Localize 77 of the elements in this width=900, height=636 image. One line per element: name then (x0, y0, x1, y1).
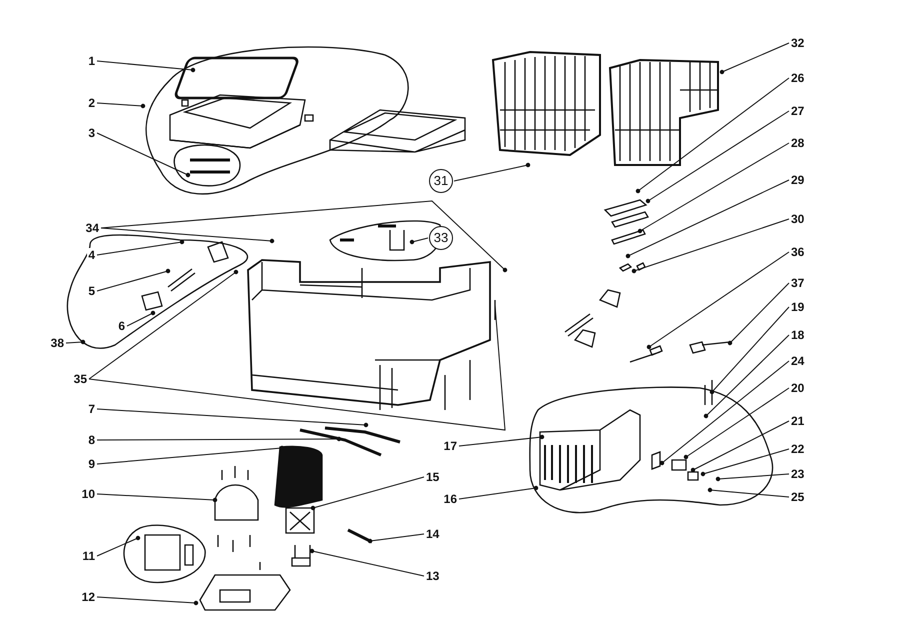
leader-line (638, 142, 790, 234)
callout-number: 33 (429, 226, 453, 250)
leader-line (626, 180, 790, 258)
leader-line (96, 268, 170, 292)
callout-number: 11 (81, 549, 96, 563)
callout-number: 23 (790, 467, 806, 481)
callout-number: 15 (425, 470, 440, 484)
callout-number: 6 (117, 319, 126, 333)
leader-line (96, 60, 196, 72)
callout-number: 24 (790, 354, 806, 368)
leader-line (126, 310, 156, 326)
callout-number: 10 (80, 487, 96, 501)
callout-number: 22 (790, 442, 806, 456)
leader-line (728, 282, 790, 346)
leader-line (710, 306, 790, 394)
leader-line (88, 304, 506, 431)
leader-line (368, 534, 424, 544)
leader-line (96, 408, 368, 428)
leader-line (660, 360, 790, 466)
callout-number: 21 (790, 414, 806, 428)
leader-line (310, 476, 424, 510)
leader-line (708, 488, 790, 498)
callout-number: 31 (429, 169, 453, 193)
callout-number: 37 (790, 276, 806, 290)
leader-line (690, 420, 790, 472)
callout-number: 3 (87, 126, 96, 140)
leader-line (704, 334, 790, 418)
leader-line (410, 238, 428, 244)
callout-number: 9 (87, 457, 96, 471)
leader-line (96, 536, 140, 556)
callout-number: 25 (790, 490, 806, 504)
callout-number: 17 (442, 439, 458, 453)
leader-line (646, 110, 790, 204)
leader-line (458, 486, 538, 500)
leader-line (454, 162, 530, 182)
callout-number: 16 (442, 492, 458, 506)
callout-number: 2 (87, 96, 96, 110)
leader-line (700, 448, 790, 476)
callout-number: 27 (790, 104, 806, 118)
callout-number: 4 (87, 248, 96, 262)
leader-line (100, 200, 508, 272)
callout-number: 32 (790, 36, 806, 50)
callout-number: 20 (790, 381, 806, 395)
leader-line (720, 42, 790, 74)
leader-line (96, 132, 190, 178)
callout-number: 29 (790, 173, 806, 187)
callout-number: 19 (790, 300, 806, 314)
callout-number: 14 (425, 527, 440, 541)
leader-line (458, 434, 544, 446)
leader-line (632, 218, 790, 274)
callout-number: 36 (790, 245, 806, 259)
callout-number: 38 (50, 336, 65, 350)
leader-line (88, 270, 238, 380)
leader-line (96, 102, 146, 108)
callout-number: 35 (72, 372, 88, 386)
leader-line (684, 388, 790, 460)
leader-line (96, 596, 198, 606)
callout-number: 34 (84, 221, 100, 235)
callout-number: 26 (790, 71, 806, 85)
leader-line (636, 78, 790, 194)
leader-line (310, 548, 424, 576)
leader-line (96, 446, 284, 464)
callout-number: 13 (425, 569, 440, 583)
callout-number: 7 (87, 402, 96, 416)
callout-number: 12 (80, 590, 96, 604)
callout-number: 30 (790, 212, 806, 226)
leader-line (96, 240, 184, 256)
leader-line (96, 494, 218, 502)
leader-line (96, 436, 342, 442)
leader-line (66, 340, 86, 344)
callout-number: 5 (87, 284, 96, 298)
callout-number: 8 (87, 433, 96, 447)
callout-number: 1 (87, 54, 96, 68)
leader-line (646, 252, 790, 350)
callout-number: 18 (790, 328, 806, 342)
callout-number: 28 (790, 136, 806, 150)
leader-line (716, 474, 790, 482)
